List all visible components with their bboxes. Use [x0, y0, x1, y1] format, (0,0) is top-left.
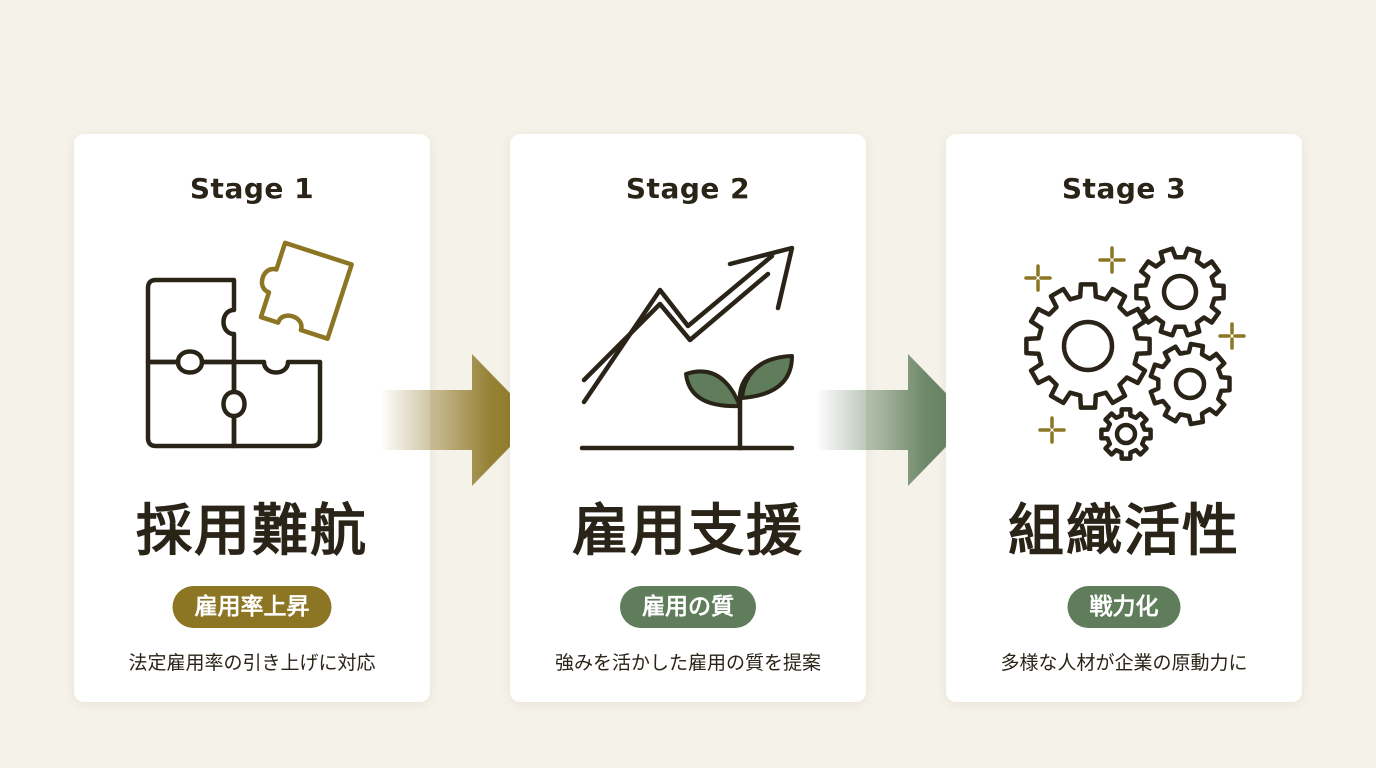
gear-icon	[1148, 341, 1232, 427]
gear-hub	[1173, 367, 1207, 401]
stage-3-description: 多様な人材が企業の原動力に	[1000, 652, 1248, 674]
stage-1-title: 採用難航	[136, 498, 368, 564]
stage-2-label: Stage 2	[625, 172, 751, 205]
sparkle-icon	[1098, 246, 1126, 274]
stage-3-card: Stage 3 組織活性 戦力化 多様な人材が企業の原動力に	[946, 134, 1302, 702]
stage-2-description: 強みを活かした雇用の質を提案	[554, 652, 821, 674]
gear-icon	[1099, 407, 1153, 461]
sparkle-icon	[1218, 322, 1246, 350]
gear-hub	[1114, 422, 1138, 446]
stage-2-title: 雇用支援	[572, 498, 804, 564]
growth-chart-sprout-icon	[579, 245, 795, 451]
stage-3-badge: 戦力化	[1067, 586, 1181, 628]
arrow-right-icon	[380, 354, 536, 486]
sparkle-icon	[1024, 264, 1052, 292]
gear-hub	[1161, 273, 1199, 311]
stage-2-badge: 雇用の質	[620, 586, 756, 628]
puzzle-icon	[145, 240, 354, 449]
sparkle-icon	[1038, 416, 1066, 444]
gear-hub	[1061, 319, 1115, 373]
stage-1-card: Stage 1 採用難航 雇用率上昇 法定雇用率の引き上げに対応	[74, 134, 430, 702]
gear-icon	[1134, 246, 1226, 338]
stage-2-card: Stage 2 雇用支援 雇用の質 強みを活かした雇用の質を提案	[510, 134, 866, 702]
gear-icon	[1024, 282, 1152, 410]
arrow-right-icon	[816, 354, 972, 486]
stage-3-label: Stage 3	[1061, 172, 1187, 205]
stage-3-title: 組織活性	[1008, 498, 1240, 564]
stage-1-label: Stage 1	[189, 172, 315, 205]
stage-1-description: 法定雇用率の引き上げに対応	[128, 652, 376, 674]
gears-sparkle-icon	[1024, 246, 1246, 461]
stage-1-badge: 雇用率上昇	[172, 586, 332, 628]
